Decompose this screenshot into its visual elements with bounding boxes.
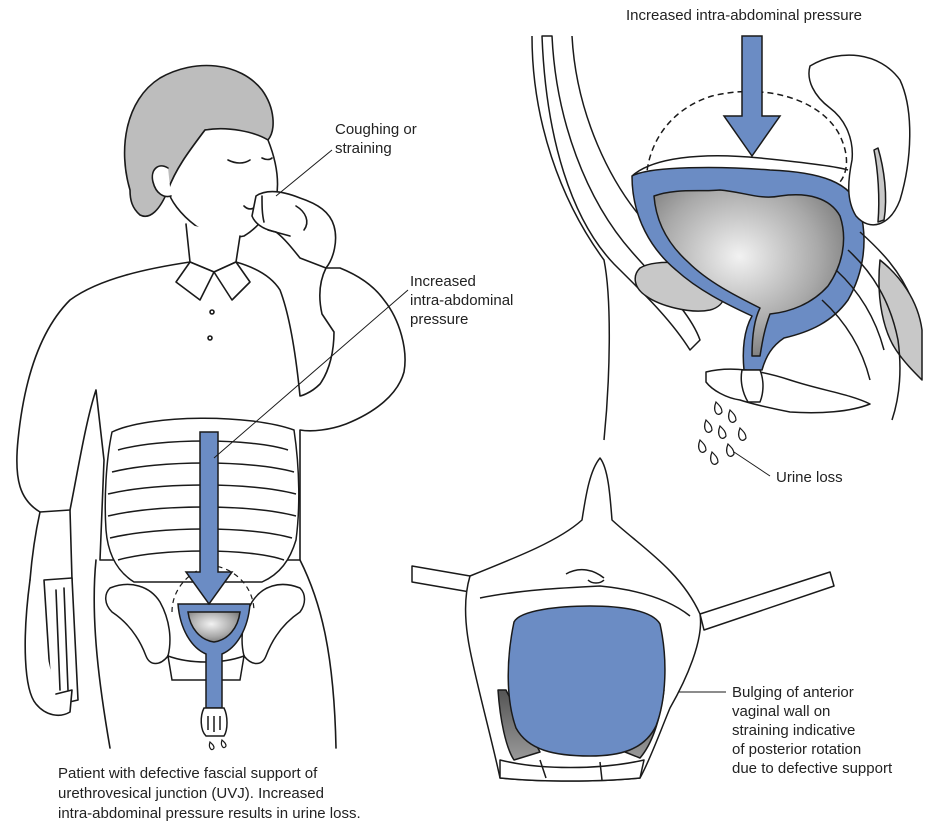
label-coughing: Coughing or straining — [335, 120, 417, 158]
coughing-hand — [252, 192, 336, 268]
left-drips — [209, 740, 226, 750]
label-urine-loss: Urine loss — [776, 468, 843, 487]
pressure-arrow-top — [724, 36, 780, 156]
label-bulging: Bulging of anterior vaginal wall on stra… — [732, 683, 892, 778]
bulging-anterior-wall — [508, 606, 665, 756]
label-increased-pressure-top: Increased intra-abdominal pressure — [626, 6, 862, 25]
label-increased-pressure-left: Increased intra-abdominal pressure — [410, 272, 513, 329]
figure-caption: Patient with defective fascial support o… — [58, 764, 361, 824]
sagittal-section — [532, 36, 922, 440]
